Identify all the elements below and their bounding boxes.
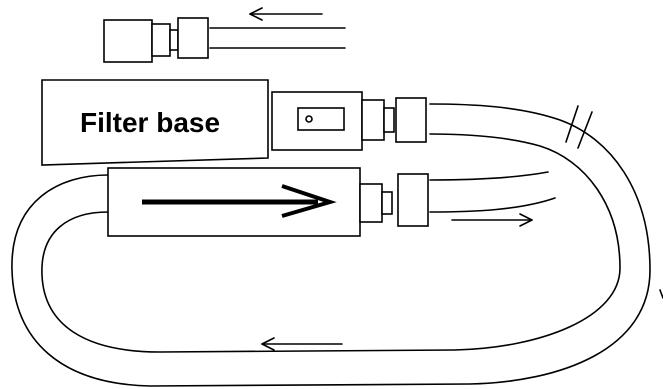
filter-canister xyxy=(107,167,429,237)
hose-loop xyxy=(11,103,651,387)
pump-unit xyxy=(271,91,427,151)
top-connector xyxy=(103,17,209,63)
top-pipe xyxy=(209,27,346,49)
filter-base: Filter base xyxy=(41,79,269,166)
slanted-lines xyxy=(565,105,593,149)
flow-arrow-right xyxy=(451,213,533,227)
flow-arrow-top xyxy=(249,7,323,21)
return-pipe xyxy=(429,171,556,213)
filter-base-label: Filter base xyxy=(80,107,220,138)
flow-arrow-bottom xyxy=(261,337,343,351)
